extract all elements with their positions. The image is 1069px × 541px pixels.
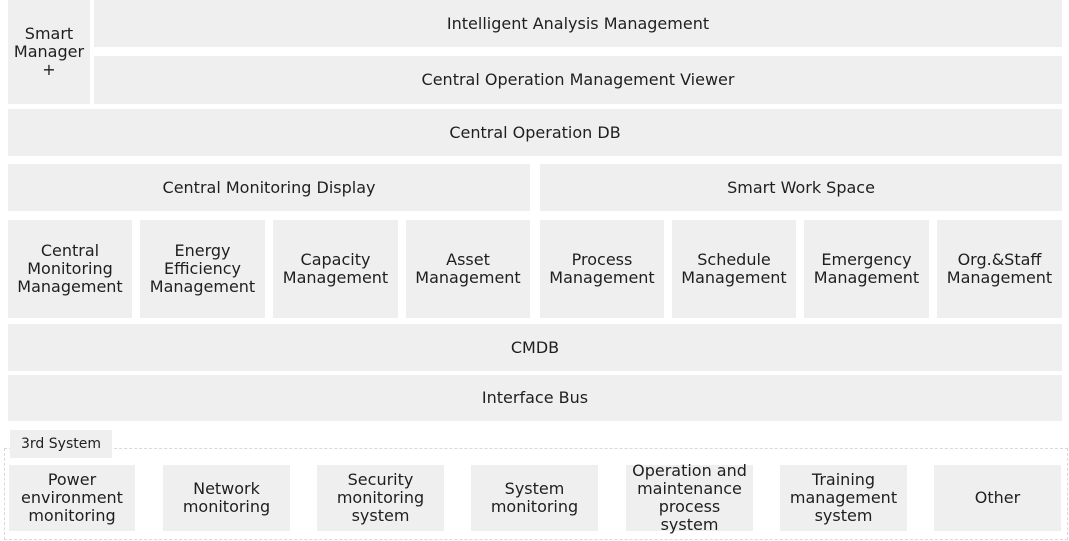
module-label: Emergency Management [813, 250, 920, 287]
third-system-group [4, 448, 1068, 540]
third-system-label: 3rd System [21, 436, 101, 452]
smart-manager-label: Smart Manager + [13, 24, 85, 79]
module-process: Process Management [540, 220, 664, 318]
central-viewer-layer: Central Operation Management Viewer [94, 56, 1062, 104]
module-label: Org.&Staff Management [946, 250, 1053, 287]
central-db-label: Central Operation DB [449, 122, 621, 142]
third-item-label: Training management system [789, 470, 898, 525]
module-label: Central Monitoring Management [17, 241, 123, 296]
third-item-network: Network monitoring [163, 465, 290, 531]
intelligent-analysis-label: Intelligent Analysis Management [446, 13, 710, 33]
central-db-layer: Central Operation DB [8, 109, 1062, 156]
module-label: Capacity Management [282, 250, 389, 287]
smart-work-space-label: Smart Work Space [727, 177, 875, 197]
smart-work-space: Smart Work Space [540, 164, 1062, 211]
third-item-training: Training management system [780, 465, 907, 531]
module-schedule: Schedule Management [672, 220, 796, 318]
module-org-staff: Org.&Staff Management [937, 220, 1062, 318]
third-item-label: Network monitoring [182, 479, 271, 516]
third-item-label: Security monitoring system [336, 470, 425, 525]
interface-bus-layer: Interface Bus [8, 375, 1062, 421]
central-monitoring-display-label: Central Monitoring Display [162, 177, 376, 197]
module-label: Energy Efficiency Management [149, 241, 256, 296]
central-monitoring-display: Central Monitoring Display [8, 164, 530, 211]
intelligent-analysis-layer: Intelligent Analysis Management [94, 0, 1062, 47]
third-item-label: Other [974, 488, 1021, 507]
module-emergency: Emergency Management [804, 220, 929, 318]
module-central-monitoring: Central Monitoring Management [8, 220, 132, 318]
third-item-label: Operation and maintenance process system [632, 461, 747, 534]
third-system-tag: 3rd System [10, 430, 112, 458]
third-item-label: System monitoring [490, 479, 579, 516]
cmdb-layer: CMDB [8, 324, 1062, 371]
central-viewer-label: Central Operation Management Viewer [421, 70, 735, 89]
module-label: Process Management [549, 250, 655, 287]
smart-manager-box: Smart Manager + [8, 0, 90, 104]
interface-bus-label: Interface Bus [481, 388, 589, 407]
module-label: Asset Management [415, 250, 521, 287]
third-item-other: Other [934, 465, 1061, 531]
module-capacity: Capacity Management [273, 220, 398, 318]
module-label: Schedule Management [681, 250, 787, 287]
third-item-security: Security monitoring system [317, 465, 444, 531]
module-energy-efficiency: Energy Efficiency Management [140, 220, 265, 318]
third-item-operation: Operation and maintenance process system [626, 461, 753, 534]
third-item-label: Power environment monitoring [21, 470, 123, 525]
module-asset: Asset Management [406, 220, 530, 318]
cmdb-label: CMDB [510, 337, 560, 357]
third-item-system: System monitoring [471, 465, 598, 531]
third-item-power: Power environment monitoring [9, 465, 135, 531]
